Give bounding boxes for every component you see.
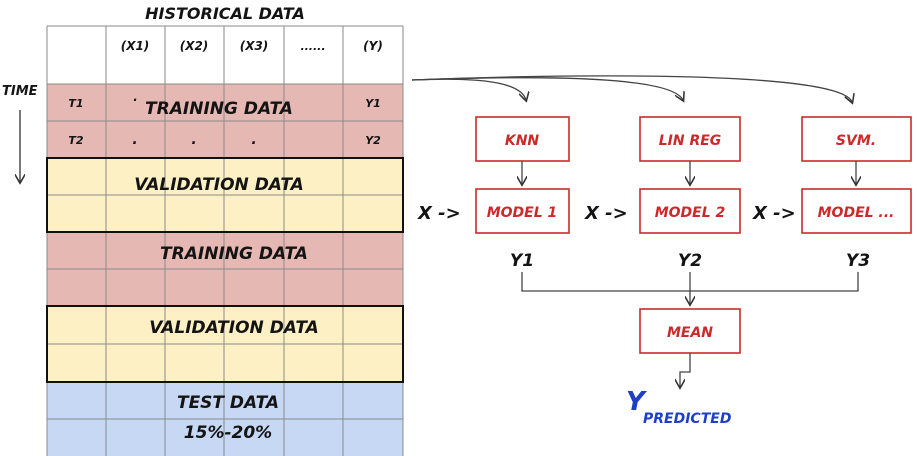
algo-to-model-arrows	[522, 161, 856, 184]
label-validation-1: VALIDATION DATA	[134, 175, 304, 195]
data-feed-arrows	[411, 75, 852, 102]
input-label-3: X ->	[752, 203, 796, 224]
model-box-3	[801, 188, 912, 234]
row-t2-dot-2: .	[191, 132, 196, 148]
input-label-1: X ->	[417, 203, 461, 224]
label-test-percent: 15%-20%	[184, 423, 272, 443]
mean-box	[639, 308, 741, 354]
row-t2-dot-3: .	[251, 132, 256, 148]
time-label: TIME	[2, 84, 38, 99]
header-y: (Y)	[363, 39, 383, 53]
header-x2: (X2)	[180, 39, 209, 53]
header-x1: (X1)	[121, 39, 150, 53]
input-label-2: X ->	[584, 203, 628, 224]
result-predicted: PREDICTED	[643, 411, 731, 427]
mean-label: MEAN	[667, 325, 713, 341]
output-y2: Y2	[678, 251, 702, 271]
algo-svm-label: SVM.	[836, 133, 876, 149]
output-y1: Y1	[510, 251, 534, 271]
validation-2-outline	[46, 305, 404, 383]
label-training-2: TRAINING DATA	[160, 244, 308, 264]
row-t1-dot: ·	[133, 93, 138, 107]
model-2-label: MODEL 2	[655, 205, 726, 221]
output-y3: Y3	[846, 251, 870, 271]
algo-linreg-label: LIN REG	[659, 133, 722, 149]
result-arrow	[680, 353, 691, 387]
model-3-label: MODEL ...	[818, 205, 895, 221]
model-box-1	[475, 188, 570, 234]
label-validation-2: VALIDATION DATA	[149, 318, 319, 338]
algo-knn-label: KNN	[505, 133, 540, 149]
row-y1: Y1	[365, 97, 381, 110]
validation-1-outline	[46, 157, 404, 233]
row-y2: Y2	[365, 134, 381, 147]
algo-box-svm	[801, 116, 912, 162]
label-training-1: TRAINING DATA	[145, 99, 293, 119]
header-row	[47, 26, 403, 84]
merge-lines	[521, 272, 859, 304]
row-t1: T1	[68, 97, 83, 110]
model-1-label: MODEL 1	[487, 205, 558, 221]
header-ellipsis: ......	[300, 40, 325, 53]
result-y: Y	[626, 387, 648, 417]
row-t2: T2	[68, 134, 84, 147]
row-t2-dot-1: .	[132, 132, 137, 148]
label-test: TEST DATA	[177, 393, 279, 413]
table-title: HISTORICAL DATA	[145, 4, 305, 23]
header-x3: (X3)	[240, 39, 269, 53]
model-box-2	[639, 188, 741, 234]
